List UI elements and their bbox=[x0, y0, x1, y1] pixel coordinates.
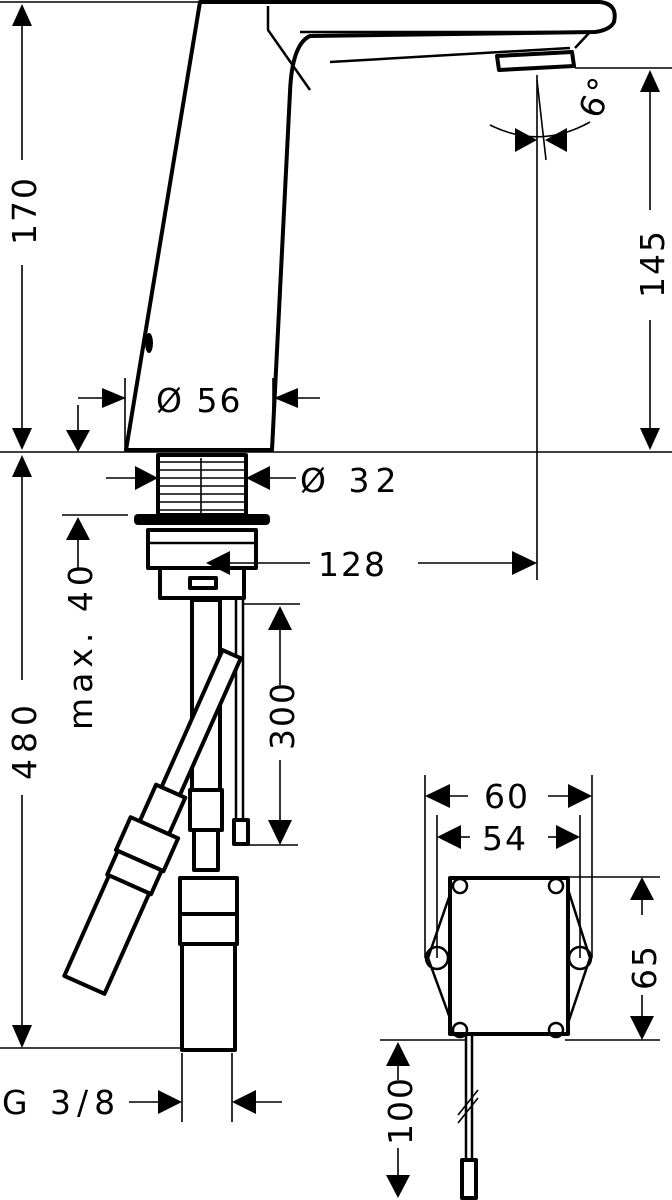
faucet-body bbox=[124, 0, 617, 452]
dim-base-diameter: Ø 56 bbox=[156, 381, 242, 420]
threaded-shank bbox=[134, 453, 270, 600]
control-box bbox=[424, 876, 593, 1200]
dim-max-deck-thickness: max. 40 bbox=[61, 560, 100, 730]
dim-shank-diameter: Ø 32 bbox=[300, 461, 402, 500]
dimension-lines bbox=[0, 4, 660, 1198]
dim-box-width-outer: 60 bbox=[484, 777, 530, 816]
dim-box-width-inner: 54 bbox=[482, 819, 528, 858]
dim-spout-angle: 6° bbox=[571, 70, 622, 122]
dim-connection-thread: G 3/8 bbox=[2, 1083, 121, 1122]
dim-total-height: 170 bbox=[5, 176, 44, 245]
dim-cable-length: 300 bbox=[263, 681, 302, 750]
dim-box-height: 65 bbox=[625, 944, 664, 990]
dim-spout-reach: 128 bbox=[318, 545, 387, 584]
dim-hose-length: 480 bbox=[5, 699, 44, 780]
dim-box-cable-length: 100 bbox=[381, 1076, 420, 1145]
supply-hoses bbox=[62, 598, 250, 1052]
dim-spout-height: 145 bbox=[633, 229, 672, 298]
